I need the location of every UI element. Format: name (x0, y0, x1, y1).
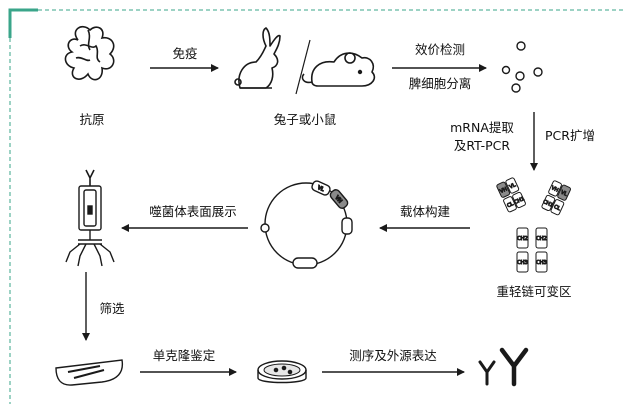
plasmid-icon: VL VH (260, 180, 353, 269)
plasmid-promoter (341, 217, 353, 235)
right-ch1-label: CH1 (542, 199, 554, 209)
antigen-label: 抗原 (79, 112, 104, 127)
antibody-structure: VH VL CL CH1 VH VL CH1 CL CH2 CH2 CH3 CH… (496, 177, 572, 273)
right-vl-label: VL (560, 190, 568, 198)
vector-label: 载体构建 (400, 204, 451, 219)
phage-icon (65, 169, 115, 267)
left-ch1-label: CH1 (513, 196, 525, 206)
spleen-cells-icon (501, 41, 543, 93)
culture-dish-icon (257, 360, 307, 384)
right-cl-label: CL (553, 204, 561, 212)
plasmid-vl-label: VL (317, 185, 325, 193)
phage-display-label: 噬菌体表面展示 (149, 204, 237, 219)
fc-ch2-left-label: CH2 (517, 236, 527, 242)
screening-label: 筛选 (99, 301, 125, 316)
plasmid-vh-segment: VH (329, 189, 349, 209)
right-vh-label: VH (550, 185, 559, 194)
fc-ch2-right (535, 227, 548, 249)
plasmid-marker (292, 257, 318, 269)
antibody-product-icon (478, 347, 529, 387)
rabbit-icon (234, 27, 281, 89)
fc-ch3-right (535, 251, 548, 273)
antibody-left-arm: VH VL CL CH1 (496, 177, 526, 213)
left-cl-label: CL (506, 201, 514, 209)
mrna-label-1: mRNA提取 (450, 120, 514, 135)
monoclonal-label: 单克隆鉴定 (153, 348, 216, 363)
fc-ch2-left (516, 227, 529, 249)
left-vh-label: VH (499, 186, 508, 195)
mrna-label-2: 及RT-PCR (454, 138, 511, 153)
immunize-label: 免疫 (172, 46, 197, 61)
pcr-label: PCR扩增 (545, 128, 595, 143)
fc-ch3-left-label: CH3 (517, 260, 527, 266)
animals-label: 兔子或小鼠 (274, 112, 337, 127)
spleen-label: 脾细胞分离 (409, 76, 472, 91)
fc-ch3-left (516, 251, 529, 273)
antibody-right-arm: VH VL CH1 CL (541, 180, 572, 216)
plasmid-vh-label: VH (334, 195, 343, 205)
frame-border (8, 8, 625, 404)
animal-divider (295, 39, 311, 95)
plasmid-origin (260, 223, 270, 233)
antigen-icon (64, 25, 115, 81)
fc-ch3-right-label: CH3 (536, 260, 546, 266)
sequencing-label: 测序及外源表达 (349, 348, 437, 363)
mouse-icon (301, 52, 376, 87)
selection-plate-icon (55, 359, 124, 386)
left-vl-label: VL (509, 182, 517, 190)
plasmid-vl-segment: VL (311, 180, 331, 196)
fc-ch2-right-label: CH2 (536, 236, 546, 242)
variable-region-label: 重轻链可变区 (496, 284, 571, 299)
titer-label: 效价检测 (415, 42, 465, 57)
